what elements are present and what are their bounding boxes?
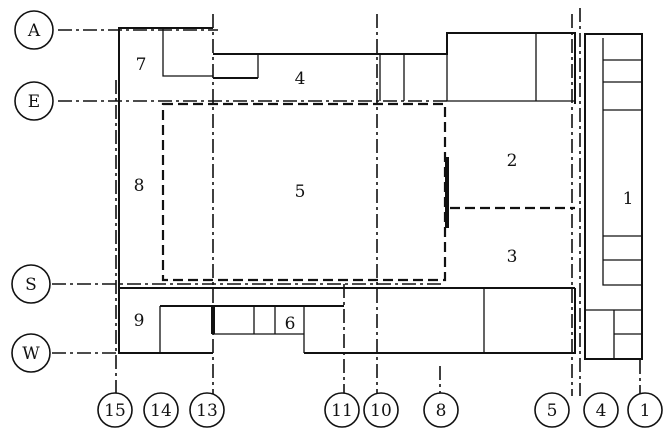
room-label-1: 1 (623, 189, 634, 209)
row-bubbles: A E S W (11, 10, 54, 373)
room-label-9: 9 (134, 311, 145, 331)
column-bubbles: 15 14 13 11 10 8 5 4 1 (97, 392, 663, 428)
column-label-4: 4 (596, 401, 607, 421)
north-wing-wall (213, 32, 576, 104)
room-labels: 1 2 3 4 5 6 7 8 9 (134, 55, 634, 334)
column-bubble-8 (423, 392, 459, 428)
room-label-3: 3 (507, 247, 518, 267)
row-label-w: W (22, 344, 40, 364)
column-bubble-1 (627, 392, 663, 428)
column-axis-lines (115, 8, 641, 396)
room-label-4: 4 (295, 69, 306, 89)
west-wing-wall (118, 27, 213, 354)
row-label-a: A (27, 21, 41, 41)
south-east-block (304, 288, 576, 354)
column-bubble-13 (189, 392, 225, 428)
room-label-6: 6 (285, 314, 296, 334)
column-bubble-4 (583, 392, 619, 428)
row-bubble-a (14, 10, 54, 50)
row-bubble-s (11, 264, 51, 304)
room-label-2: 2 (507, 151, 518, 171)
column-bubble-11 (324, 392, 360, 428)
row-bubble-e (14, 81, 54, 121)
row-label-s: S (25, 275, 37, 295)
room-7-partition (162, 28, 213, 77)
row-bubble-w (11, 333, 51, 373)
column-label-15: 15 (104, 401, 126, 421)
column-label-11: 11 (331, 401, 353, 421)
east-wing-inner (602, 82, 642, 286)
column-bubble-5 (534, 392, 570, 428)
column-bubble-15 (97, 392, 133, 428)
room-label-5: 5 (295, 182, 306, 202)
column-label-1: 1 (640, 401, 651, 421)
walls (118, 27, 643, 360)
column-label-13: 13 (196, 401, 218, 421)
room-label-8: 8 (134, 176, 145, 196)
row-label-e: E (28, 92, 40, 112)
column-bubble-14 (143, 392, 179, 428)
column-label-14: 14 (150, 401, 172, 421)
column-label-10: 10 (370, 401, 392, 421)
room-label-7: 7 (136, 55, 147, 75)
column-bubble-10 (363, 392, 399, 428)
column-label-5: 5 (547, 401, 558, 421)
column-label-8: 8 (436, 401, 447, 421)
